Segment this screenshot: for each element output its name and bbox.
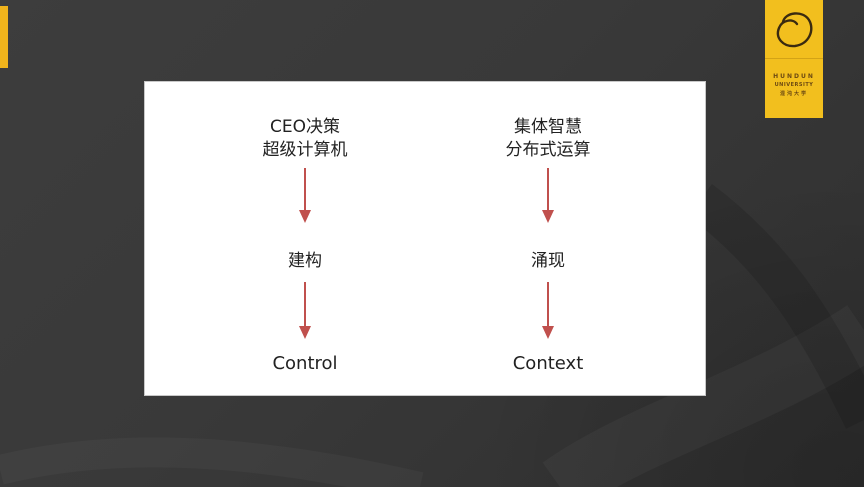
hundun-university-logo: HUNDUN UNIVERSITY 混沌大学	[765, 0, 823, 118]
left-column: CEO决策 超级计算机 建构 Control	[205, 82, 405, 395]
left-top-line1: CEO决策	[270, 117, 340, 137]
down-arrow-icon	[299, 168, 311, 223]
logo-name-line2: UNIVERSITY	[774, 82, 814, 88]
logo-name-line3: 混沌大学	[779, 91, 808, 97]
down-arrow-icon	[542, 282, 554, 339]
diagram-card: CEO决策 超级计算机 建构 Control 集体智慧 分布式运算 涌现 Con…	[145, 82, 705, 395]
down-arrow-icon	[542, 168, 554, 223]
right-column: 集体智慧 分布式运算 涌现 Context	[448, 82, 648, 395]
logo-name-line1: HUNDUN	[773, 73, 815, 80]
left-top-line2: 超级计算机	[262, 140, 348, 160]
accent-bar	[0, 6, 8, 68]
left-top-text: CEO决策 超级计算机	[205, 116, 405, 162]
right-top-line1: 集体智慧	[514, 117, 582, 137]
down-arrow-icon	[299, 282, 311, 339]
left-bottom-text: Control	[272, 353, 338, 374]
right-top-text: 集体智慧 分布式运算	[448, 116, 648, 162]
left-middle-text: 建构	[288, 251, 322, 271]
right-bottom-text: Context	[512, 353, 584, 374]
logo-circle-icon	[765, 0, 823, 59]
right-middle-text: 涌现	[531, 251, 565, 271]
right-top-line2: 分布式运算	[505, 140, 591, 160]
